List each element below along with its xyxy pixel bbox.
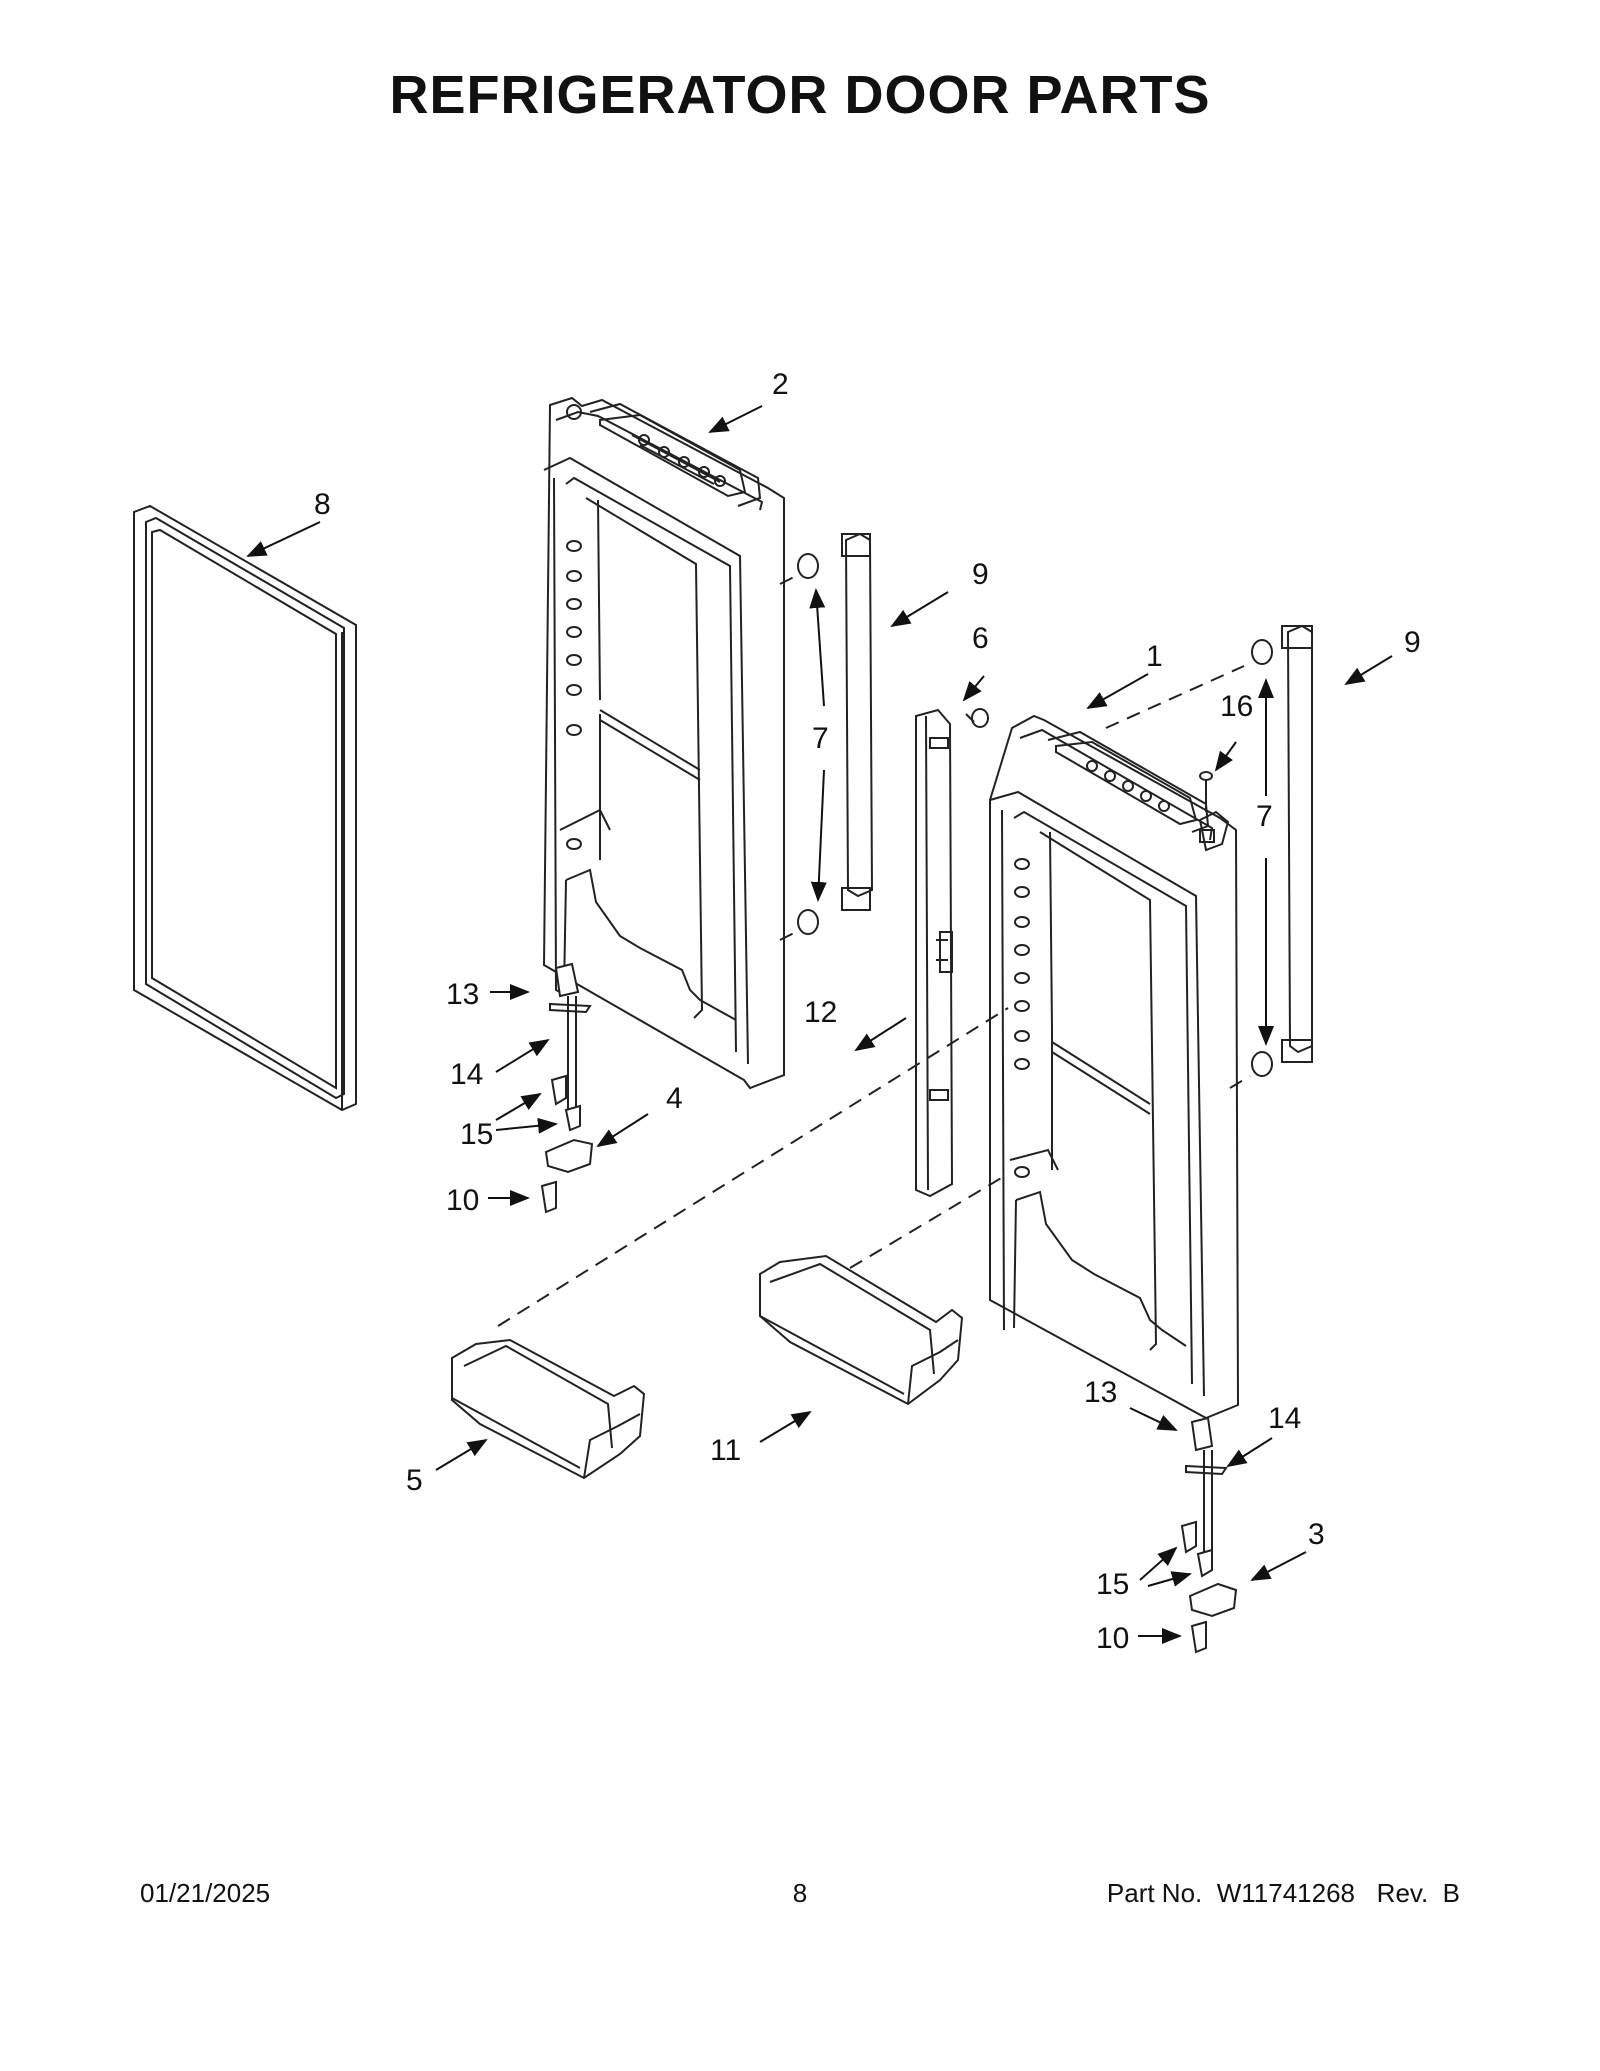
hinge-pin [1199, 771, 1213, 812]
callout-13-right: 13 [1084, 1376, 1117, 1409]
callout-3: 3 [1308, 1518, 1325, 1551]
callout-14-left: 14 [450, 1058, 483, 1091]
right-door [989, 714, 1240, 1420]
right-door-bin [759, 1254, 964, 1406]
leader-arrows [246, 405, 1393, 1644]
callout-6: 6 [972, 622, 989, 655]
callout-7-left: 7 [812, 722, 829, 755]
footer-page-number: 8 [792, 1878, 808, 1908]
callout-15-right: 15 [1096, 1568, 1129, 1601]
callout-11: 11 [710, 1434, 741, 1467]
callout-9-left: 9 [972, 558, 989, 591]
left-hinge-hardware [540, 962, 594, 1214]
callout-12: 12 [804, 996, 837, 1029]
callout-5: 5 [406, 1464, 423, 1497]
left-door [542, 396, 785, 1090]
left-handle [841, 532, 874, 911]
callout-13-left: 13 [446, 978, 479, 1011]
door-gasket [133, 504, 357, 1112]
center-mullion [915, 708, 954, 1198]
page-title: REFRIGERATOR DOOR PARTS [389, 65, 1211, 125]
alignment-lines [497, 575, 1251, 1327]
callout-10-left: 10 [446, 1184, 479, 1217]
footer-part-number: Part No. W11741268 Rev. B [1106, 1878, 1460, 1908]
callout-1: 1 [1146, 640, 1163, 673]
right-hinge-hardware [1180, 1416, 1238, 1654]
callout-16: 16 [1220, 690, 1253, 723]
footer-date: 01/21/2025 [140, 1878, 271, 1908]
callout-14-right: 14 [1268, 1402, 1301, 1435]
callout-4: 4 [666, 1082, 683, 1115]
handle-studs [797, 553, 1273, 1077]
callout-7-right: 7 [1256, 800, 1273, 833]
callout-8: 8 [314, 488, 331, 521]
callout-15-left: 15 [460, 1118, 493, 1151]
callout-2: 2 [772, 368, 789, 401]
right-handle [1281, 624, 1313, 1063]
callout-9-right: 9 [1404, 626, 1421, 659]
callout-10-right: 10 [1096, 1622, 1129, 1655]
mullion-screw [965, 708, 989, 728]
left-door-bin [451, 1338, 646, 1480]
